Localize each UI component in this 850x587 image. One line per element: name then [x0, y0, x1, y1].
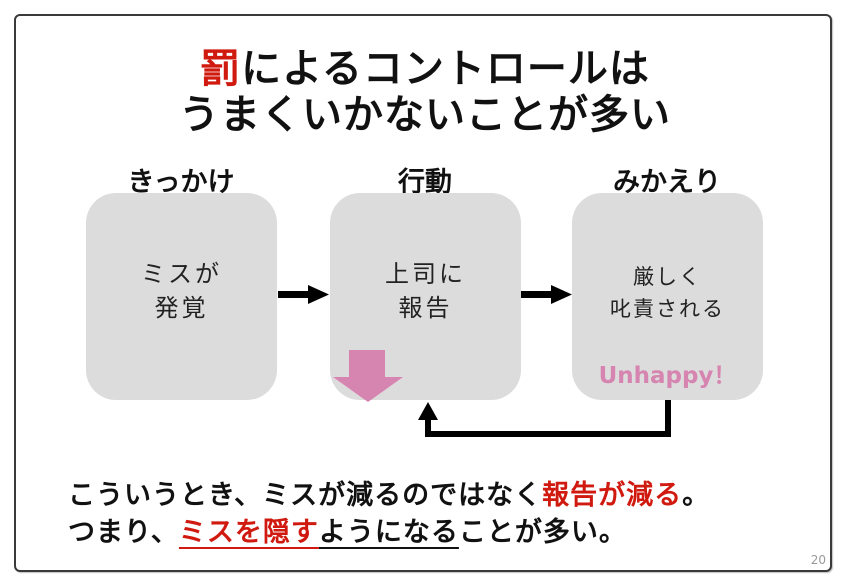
right-arrow-icon — [278, 285, 329, 304]
stage-text-line: 上司に — [385, 260, 466, 288]
stage-text-line: 厳しく — [633, 265, 702, 289]
conclusion-line2-suffix: ことが多い。 — [458, 517, 627, 548]
down-arrow-icon — [333, 350, 403, 402]
title-highlight: 罰 — [200, 46, 242, 92]
stage-text-line: 発覚 — [154, 294, 209, 322]
unhappy-note: Unhappy！ — [598, 363, 737, 389]
page-number: 20 — [810, 553, 826, 567]
stage-label-trigger: きっかけ — [127, 167, 235, 198]
stage-label-consequence: みかえり — [613, 167, 721, 198]
conclusion-line2-prefix: つまり、 — [68, 517, 179, 548]
conclusion-line1-suffix: 。 — [682, 480, 711, 511]
stage-text-line: 報告 — [398, 294, 453, 322]
stage-label-behavior: 行動 — [398, 167, 452, 198]
stage-box-trigger: ミスが 発覚 — [86, 193, 277, 400]
conclusion-line1-highlight: 報告が減る — [542, 480, 683, 511]
conclusion-line2: つまり、ミスを隠すようになることが多い。 — [68, 510, 627, 549]
right-arrow-icon — [521, 285, 572, 304]
conclusion-line2-underlined: ようになる — [318, 517, 459, 548]
conclusion-line2-highlight: ミスを隠す — [178, 517, 319, 548]
title-line1-rest: によるコントロールは — [241, 46, 650, 92]
slide-title-line2: うまくいかないことが多い — [179, 92, 671, 138]
loop-back-arrow-icon — [418, 400, 671, 437]
stage-box-consequence: 厳しく 叱責される Unhappy！ — [572, 193, 763, 400]
stage-text-line: ミスが — [141, 260, 222, 288]
stage-text-line: 叱責される — [610, 297, 725, 321]
slide-title-line1: 罰によるコントロールは — [0, 46, 850, 92]
conclusion-line1: こういうとき、ミスが減るのではなく報告が減る。 — [68, 473, 710, 512]
conclusion-line1-prefix: こういうとき、ミスが減るのではなく — [68, 480, 543, 511]
